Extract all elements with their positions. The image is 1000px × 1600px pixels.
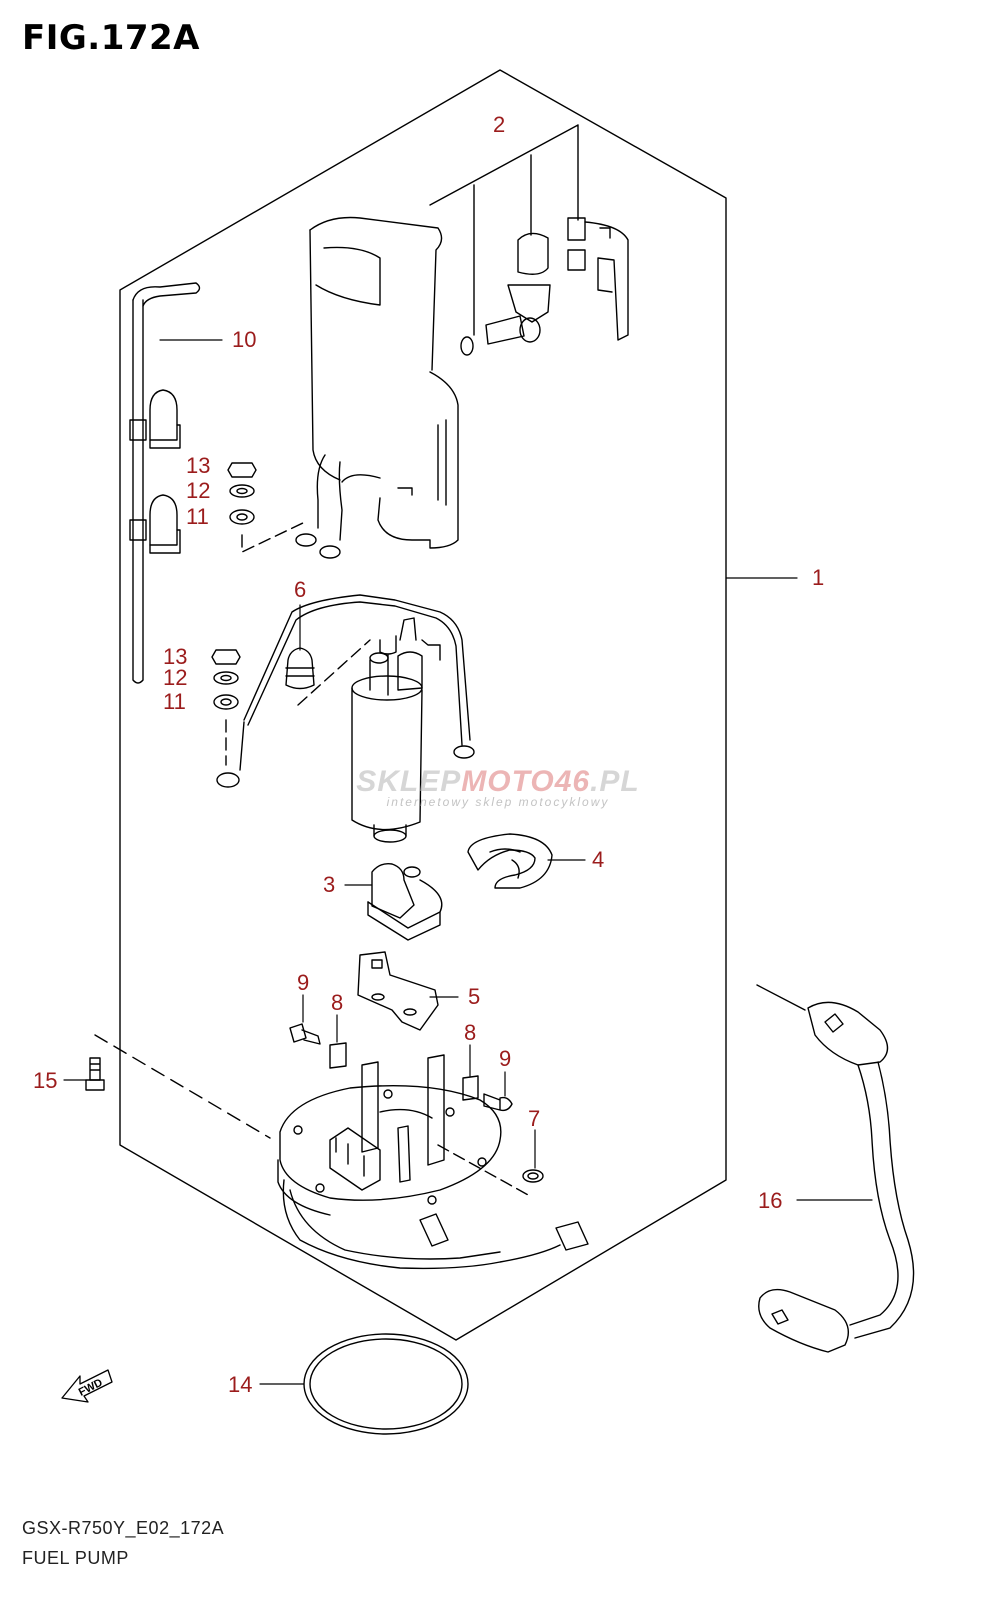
callout-12-lower: 12 — [163, 665, 187, 690]
callout-13-lower: 13 — [163, 644, 187, 669]
fuel-hose-16 — [756, 984, 915, 1353]
bolt-15 — [85, 1057, 105, 1091]
callout-11-upper: 11 — [186, 504, 209, 529]
callout-3: 3 — [323, 872, 335, 897]
grommet — [285, 647, 315, 690]
o-ring-small — [460, 336, 474, 356]
assembly-outline — [119, 69, 727, 1341]
pressure-regulator — [485, 232, 551, 345]
fwd-arrow-icon — [61, 1369, 113, 1403]
nut-washer-set-upper — [227, 462, 257, 525]
base-flange — [277, 1054, 502, 1216]
callout-4: 4 — [592, 847, 604, 872]
callout-labels: 1 2 3 4 5 6 7 8 8 9 9 10 11 11 12 12 13 … — [33, 112, 824, 1397]
callout-13-upper: 13 — [186, 453, 210, 478]
nut-washer-set-lower — [211, 649, 241, 710]
regulator-bracket — [567, 217, 629, 341]
callout-9-right: 9 — [499, 1046, 511, 1071]
holder-part-3 — [367, 862, 443, 941]
part-2-leader — [429, 124, 579, 336]
figure-title: FIG.172A — [22, 18, 200, 58]
o-ring-14 — [303, 1333, 469, 1435]
callout-8-right: 8 — [464, 1020, 476, 1045]
callout-11-lower: 11 — [163, 689, 186, 714]
callout-leaders — [63, 339, 873, 1385]
callout-10: 10 — [232, 327, 256, 352]
callout-2: 2 — [493, 112, 505, 137]
plate-part-5 — [357, 951, 439, 1031]
dashed-link-bolt15 — [94, 1034, 271, 1139]
callout-9-left: 9 — [297, 970, 309, 995]
breather-tube — [129, 282, 201, 684]
pump-harness — [282, 1179, 589, 1270]
plate-8-right — [462, 1075, 479, 1101]
callout-5: 5 — [468, 984, 480, 1009]
callout-7: 7 — [528, 1106, 540, 1131]
diagram-code: GSX-R750Y_E02_172A — [22, 1518, 225, 1538]
dashed-link-7 — [437, 1144, 531, 1197]
diagram-name: FUEL PUMP — [22, 1548, 129, 1568]
pump-wiring — [216, 594, 475, 788]
fwd-label: FWD — [77, 1377, 105, 1399]
callout-8-left: 8 — [331, 990, 343, 1015]
bolt-9-left — [289, 1023, 321, 1045]
dashed-link-grommet — [297, 639, 371, 706]
callout-12-upper: 12 — [186, 478, 210, 503]
pump-case — [309, 216, 459, 549]
dashed-link-upper — [241, 521, 306, 553]
callout-1: 1 — [812, 565, 824, 590]
callout-16: 16 — [758, 1188, 782, 1213]
callout-15: 15 — [33, 1068, 57, 1093]
bolt-9-right — [483, 1093, 513, 1112]
wire-terminals-upper — [295, 454, 343, 559]
pump-motor — [351, 617, 441, 843]
plate-8-left — [329, 1042, 347, 1069]
o-ring-7 — [522, 1169, 544, 1183]
callout-14: 14 — [228, 1372, 252, 1397]
cushion-part-4 — [467, 833, 553, 889]
callout-6: 6 — [294, 577, 306, 602]
